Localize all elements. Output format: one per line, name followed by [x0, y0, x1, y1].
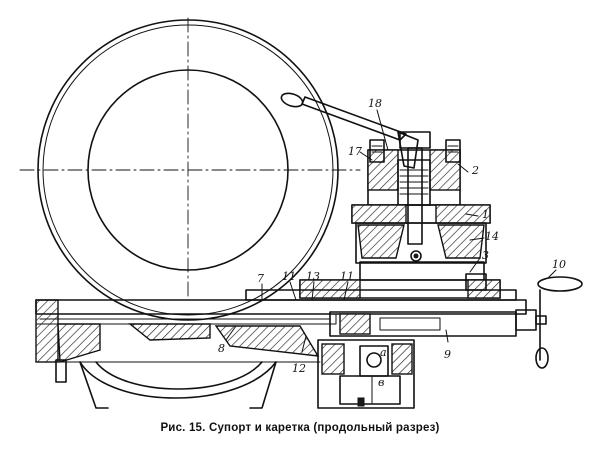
- callout-11-left: 11: [282, 270, 296, 283]
- callout-18: 18: [368, 97, 382, 110]
- faceplate-circles: [19, 17, 361, 321]
- callout-1: 1: [482, 208, 489, 221]
- leader-lines: [225, 109, 557, 353]
- callout-11-right: 11: [340, 270, 354, 283]
- upper-slide: [351, 204, 491, 281]
- callout-v: в: [378, 376, 384, 389]
- callout-8: 8: [218, 342, 225, 355]
- callout-labels: 18 17 2 1 14 3 7 11 13 11 8 12 а в 9 10: [218, 97, 566, 389]
- figure-caption: Рис. 15. Супорт и каретка (продольный ра…: [160, 422, 440, 434]
- tool-post-lever: [280, 92, 419, 169]
- callout-a: а: [380, 346, 387, 359]
- callout-7: 7: [257, 272, 264, 285]
- callout-12: 12: [292, 362, 306, 375]
- lathe-bed: [35, 299, 527, 409]
- apron: [317, 339, 415, 409]
- callout-2: 2: [471, 164, 479, 177]
- callout-10: 10: [552, 258, 566, 271]
- callout-3: 3: [482, 249, 489, 262]
- callout-9: 9: [444, 348, 451, 361]
- callout-14: 14: [485, 230, 499, 243]
- callout-17: 17: [348, 145, 362, 158]
- feed-shaft: [329, 276, 583, 369]
- callout-13: 13: [306, 270, 320, 283]
